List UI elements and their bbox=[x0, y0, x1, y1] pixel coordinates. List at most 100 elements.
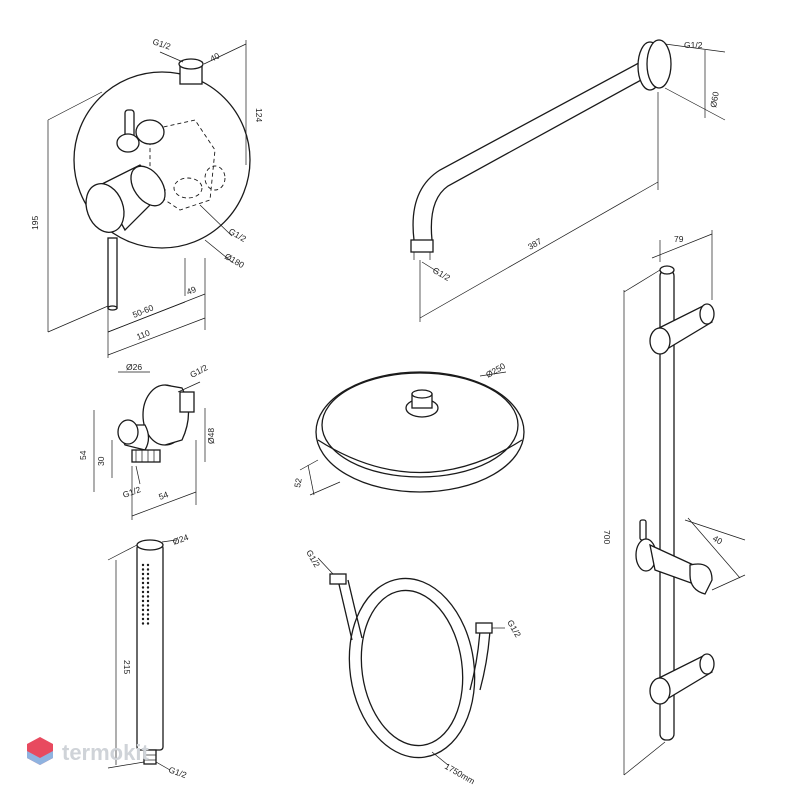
dim-line-54-d bbox=[131, 491, 197, 517]
rail-bottom-bracket-end bbox=[649, 677, 671, 705]
arm-thread-wall: G1/2 bbox=[684, 40, 703, 50]
hose-left-nut bbox=[329, 573, 347, 585]
shower-arm-drawing: Ø60 G1/2 387 G1/2 bbox=[410, 39, 726, 322]
hand-shower-body bbox=[136, 544, 164, 751]
head-outer bbox=[315, 371, 525, 493]
holder-knob bbox=[639, 519, 647, 541]
outlet-thread-back bbox=[179, 391, 195, 413]
hand-shower-top bbox=[136, 539, 164, 551]
hose-drawing: G1/2 G1/2 1750mm bbox=[304, 548, 523, 786]
leader-g12-top bbox=[159, 51, 184, 63]
dim-line-40 bbox=[687, 517, 741, 579]
rail-top-bracket-wall bbox=[699, 303, 715, 325]
hose-right-tail-2 bbox=[479, 629, 491, 691]
leader-arm-g12 bbox=[421, 261, 439, 273]
head-connector-top bbox=[411, 389, 433, 399]
hose-coil-outer bbox=[348, 577, 476, 759]
mixer-plate-diameter: Ø180 bbox=[223, 251, 246, 270]
dim-depth: 110 bbox=[135, 327, 152, 341]
mixer-lever-tip bbox=[107, 305, 118, 311]
nozzle-dot bbox=[146, 599, 150, 603]
nozzle-dot bbox=[141, 581, 145, 585]
dim-range: 50-60 bbox=[131, 302, 155, 320]
leader-d180 bbox=[204, 239, 233, 263]
hose-left-tail bbox=[337, 579, 353, 641]
nozzle-dot bbox=[146, 604, 150, 607]
holder-cradle bbox=[689, 563, 713, 595]
leader-d24 bbox=[161, 539, 177, 543]
nozzle-dot bbox=[146, 613, 150, 616]
nozzle-dot bbox=[141, 599, 145, 603]
rail-length: 700 bbox=[602, 530, 612, 544]
dim-line-40 bbox=[203, 43, 247, 65]
dim-line-110 bbox=[107, 317, 206, 356]
dim-line-5060 bbox=[107, 301, 186, 333]
nozzle-dot bbox=[141, 617, 145, 621]
rail-bottom-bracket-wall bbox=[699, 653, 715, 675]
hose-coil-inner bbox=[360, 589, 464, 747]
hand-shower-thread-label: G1/2 bbox=[167, 764, 188, 780]
dim-ext-52-top bbox=[299, 459, 319, 471]
outlet-flange-diameter: Ø48 bbox=[206, 428, 216, 444]
diverter-cap bbox=[116, 133, 140, 153]
nozzle-dot bbox=[146, 577, 150, 580]
outlet-inner: 30 bbox=[96, 456, 106, 466]
nozzle-dot bbox=[141, 608, 145, 612]
mixer-top-outlet-rim bbox=[178, 58, 204, 70]
nozzle-dot bbox=[146, 608, 150, 612]
wall-outlet-drawing: Ø26 G1/2 54 30 Ø48 54 G1/2 bbox=[78, 362, 216, 520]
arm-outline-bottom bbox=[430, 73, 653, 241]
leader-outlet-g12-top bbox=[177, 381, 201, 393]
nozzle-dot bbox=[146, 568, 150, 571]
head-height: 52 bbox=[292, 477, 304, 488]
leader-d250 bbox=[479, 371, 507, 377]
hose-length: 1750mm bbox=[443, 761, 477, 786]
head-top-face bbox=[321, 372, 519, 478]
hose-right-nut bbox=[475, 622, 493, 634]
dim-ext-195-top bbox=[47, 91, 103, 121]
holder-offset: 40 bbox=[711, 533, 724, 547]
leader-hs-g12 bbox=[155, 761, 171, 771]
mixer-lever-handle bbox=[107, 237, 118, 309]
mixer-hidden-port-2 bbox=[204, 165, 226, 191]
dim-offset-49: 49 bbox=[185, 284, 198, 297]
dim-ext-flange-bottom bbox=[664, 87, 726, 121]
dim-line-52 bbox=[307, 464, 315, 496]
watermark-text: termokit bbox=[62, 740, 149, 765]
arm-thread-head: G1/2 bbox=[431, 265, 452, 283]
rail-top-cap bbox=[659, 265, 675, 275]
nozzle-dot bbox=[146, 622, 150, 625]
dim-ext-40-top bbox=[684, 519, 746, 541]
mixer-thread-lower: G1/2 bbox=[227, 226, 248, 244]
head-diameter: Ø250 bbox=[484, 361, 507, 380]
hand-shower-length: 215 bbox=[122, 660, 132, 674]
nozzle-dot bbox=[141, 590, 145, 594]
arm-flange-face bbox=[646, 39, 672, 89]
arm-flange-diameter: Ø60 bbox=[708, 91, 721, 109]
dim-ext-40-bottom bbox=[711, 574, 746, 591]
nozzle-dot bbox=[146, 572, 150, 576]
leader-outlet-g12-bottom bbox=[135, 465, 141, 485]
outlet-diameter: Ø26 bbox=[126, 362, 142, 372]
nozzle-dot bbox=[141, 572, 145, 576]
leader-hose-g12-left bbox=[317, 557, 334, 575]
outlet-thread-bottom bbox=[131, 449, 161, 463]
nozzle-dot bbox=[141, 586, 145, 589]
nozzle-dot bbox=[146, 563, 150, 567]
watermark-logo-shade bbox=[27, 751, 53, 765]
dim-ext-52-bottom bbox=[309, 481, 341, 496]
hose-thread-left: G1/2 bbox=[304, 548, 322, 569]
head-bottom-rim bbox=[317, 439, 523, 474]
rail-top-bracket-end bbox=[649, 327, 671, 355]
dim-ext-flange-top bbox=[664, 43, 726, 53]
arm-tip bbox=[410, 239, 434, 253]
nozzle-dot bbox=[146, 617, 150, 621]
dim-line-387 bbox=[419, 181, 659, 319]
hand-shower-thread bbox=[143, 749, 157, 765]
arm-length: 387 bbox=[526, 236, 544, 252]
hand-shower-drawing: Ø24 215 G1/2 bbox=[107, 532, 190, 780]
nozzle-dot bbox=[141, 577, 145, 580]
mixer-lever-cap bbox=[85, 183, 125, 233]
dim-ext-215-bottom bbox=[107, 761, 145, 769]
